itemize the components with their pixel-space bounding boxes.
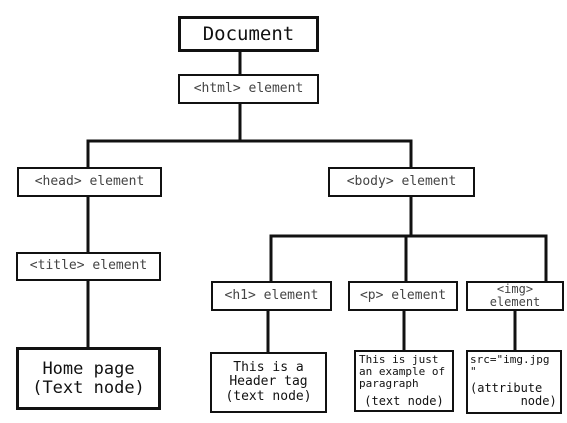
node-h1-text: This is a Header tag (text node): [210, 352, 327, 413]
node-img-element-label: <img> element: [489, 281, 541, 309]
node-img-attribute: src="img.jpg " (attribute node): [466, 350, 562, 414]
node-body-element: <body> element: [328, 167, 475, 197]
node-p-text: This is just an example of paragraph (te…: [354, 350, 454, 412]
node-title-element: <title> element: [16, 252, 161, 281]
node-title-element-label: <title> element: [29, 258, 148, 274]
node-document: Document: [178, 16, 319, 52]
node-head-element: <head> element: [17, 167, 162, 197]
node-p-element-label: <p> element: [359, 287, 447, 303]
node-h1-text-label: This is a Header tag (text node): [225, 360, 312, 404]
node-img-element: <img> element: [466, 281, 564, 311]
node-body-element-label: <body> element: [346, 173, 457, 189]
node-img-attribute-label: (attribute node): [470, 381, 557, 409]
node-document-label: Document: [202, 22, 295, 45]
node-p-element: <p> element: [348, 281, 458, 311]
node-title-text-label: Home page (Text node): [32, 358, 145, 398]
node-html-element: <html> element: [178, 74, 319, 104]
node-p-text-content: This is just an example of paragraph: [359, 353, 446, 391]
node-h1-element: <h1> element: [211, 281, 332, 311]
node-h1-element-label: <h1> element: [224, 287, 319, 303]
node-title-text: Home page (Text node): [16, 347, 161, 410]
node-p-text-node-label: (text node): [364, 393, 444, 408]
node-html-element-label: <html> element: [193, 80, 304, 96]
node-head-element-label: <head> element: [34, 173, 145, 189]
node-img-attribute-src: src="img.jpg ": [470, 353, 550, 379]
